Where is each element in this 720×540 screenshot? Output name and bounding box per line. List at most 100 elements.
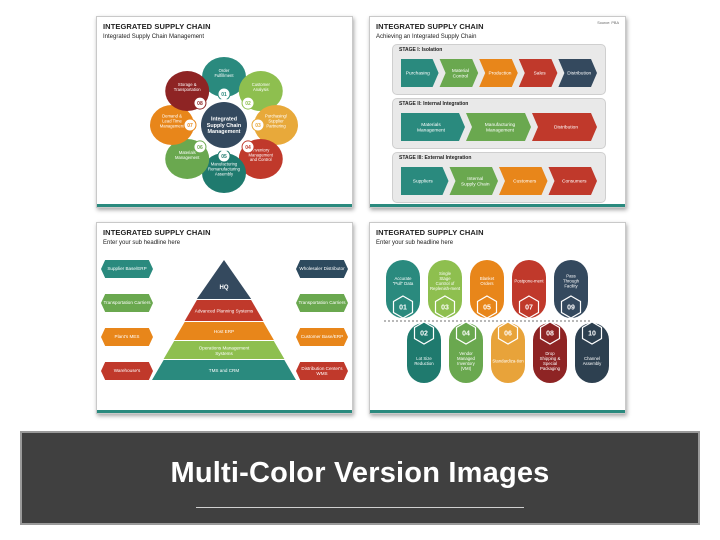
label-line: "Pull" Data [393, 281, 414, 286]
label-line: Integrated [211, 117, 237, 123]
label-line: Shipping & [540, 356, 561, 361]
chevron-label: Suppliers [413, 179, 434, 185]
chevron-step [401, 113, 465, 141]
petal-number: 01 [221, 92, 227, 98]
label-line: Postpone-ment [514, 279, 544, 284]
label-line: Manufacturing [211, 162, 238, 167]
chevron-step [401, 59, 439, 87]
petal-number-circle [241, 140, 255, 154]
petal-number-circle [193, 96, 207, 110]
label-line: Managed [457, 356, 476, 361]
label-line: Assembly [215, 171, 234, 176]
top-hex [518, 295, 540, 319]
label-line: Production [489, 71, 512, 77]
chevron-step [479, 59, 518, 87]
label-line: Partnering [266, 123, 286, 128]
pyramid-label: Host ERP [214, 329, 234, 334]
label-line: Host ERP [214, 329, 234, 334]
label-line: Suppliers [413, 179, 434, 185]
label-line: Demand & [162, 114, 182, 119]
petal-number-circle [183, 118, 197, 132]
label-line: Materials [421, 122, 441, 128]
stage-panel-2: STAGE II: Internal Integration Materials… [392, 98, 606, 149]
pyramid-label: HQ [220, 285, 229, 291]
stage-panel-3: STAGE III: External Integration Supplier… [392, 152, 606, 203]
top-hex [560, 295, 582, 319]
banner-underline [196, 507, 524, 508]
top-number: 01 [399, 305, 407, 312]
label-line: Material [452, 68, 469, 74]
chevron-step [439, 59, 479, 87]
pyramid-label: TMS and CRM [209, 368, 240, 373]
slide-subtitle: Enter your sub headline here [103, 240, 181, 246]
label-line: Single [439, 271, 452, 276]
bottom-hex [455, 321, 477, 345]
center-circle [201, 102, 247, 148]
slide-bottom-bar [97, 204, 352, 207]
bottom-number: 10 [588, 331, 596, 338]
label-line: Channel [584, 356, 600, 361]
label-line: Management [208, 129, 241, 135]
top-number: 07 [525, 305, 533, 312]
slide-pyramid: INTEGRATED SUPPLY CHAIN Enter your sub h… [96, 222, 353, 414]
petal [202, 153, 246, 193]
bottom-hex [581, 321, 603, 345]
label-line: Fulfillment [214, 73, 234, 78]
petal-number: 06 [197, 145, 203, 151]
top-hex [434, 295, 456, 319]
top-hex [476, 295, 498, 319]
chevron-label: Consumers [562, 179, 587, 185]
petal-number: 07 [187, 123, 193, 129]
label-line: Customers [513, 179, 537, 185]
label-line: Management [486, 127, 515, 133]
label-line: Analysis [253, 87, 269, 92]
banner-title: Multi-Color Version Images [170, 457, 550, 489]
bottom-hex [539, 321, 561, 345]
chevron-label: Production [489, 71, 512, 77]
chevron-step [532, 113, 597, 141]
chevron-step [449, 167, 498, 195]
label-line: Accurate [395, 276, 413, 281]
label-line: Through [563, 279, 580, 284]
label-line: Assembly [583, 361, 602, 366]
pyramid-level [184, 300, 264, 321]
label-line: Supply Chain [461, 181, 490, 187]
right-label: Transportation Carriers [296, 294, 348, 312]
label-line: Internal [467, 176, 483, 182]
petal-number: 08 [197, 101, 203, 107]
bottom-number: 06 [504, 331, 512, 338]
label-line: Consumers [562, 179, 587, 185]
chevron-step [518, 59, 558, 87]
pyramid-level [196, 260, 252, 299]
chevron-label: Distribution [554, 125, 578, 131]
label-line: Advanced Planning Systems [195, 309, 254, 314]
slide-bottom-bar [370, 410, 625, 413]
label-line: Lot Size [416, 356, 432, 361]
label-line: Orders [480, 281, 493, 286]
bottom-label: Standardiza-tion [492, 359, 524, 364]
petal-number: 04 [245, 145, 251, 151]
label-line: Supplier [268, 118, 284, 123]
right-label: Distribution Center's WMS [296, 362, 348, 380]
chevron-label: Sales [534, 71, 547, 77]
stage-label: STAGE III: External Integration [399, 155, 472, 161]
label-line: Materials [179, 150, 196, 155]
label-line: Distribution [567, 71, 591, 77]
label-line: Packaging [540, 366, 561, 371]
slide-title: INTEGRATED SUPPLY CHAIN [376, 228, 484, 237]
label-line: TMS and CRM [209, 368, 240, 373]
top-label: Postpone-ment [514, 279, 544, 284]
